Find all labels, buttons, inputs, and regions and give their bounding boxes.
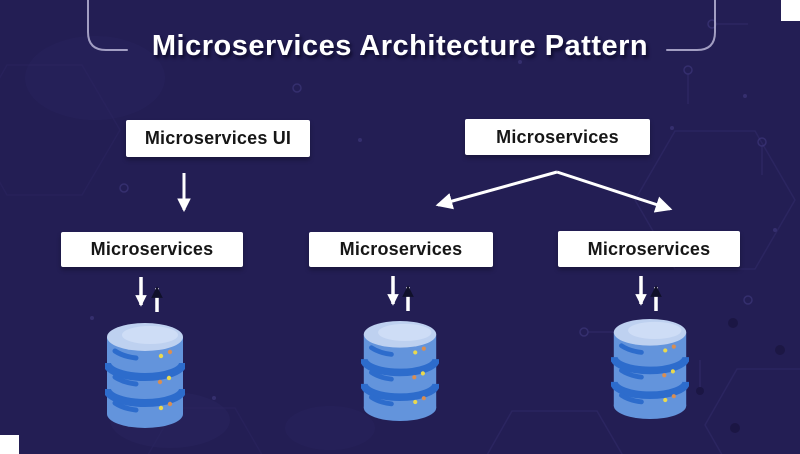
node-microservices-gateway: Microservices <box>465 119 650 155</box>
node-microservices-ui: Microservices UI <box>126 120 310 157</box>
node-label: Microservices <box>90 239 214 259</box>
arrow-pair-center <box>387 276 414 311</box>
node-microservice-left: Microservices <box>61 232 243 267</box>
database-icon-right <box>611 319 689 420</box>
page-title: Microservices Architecture Pattern <box>151 30 649 62</box>
node-label: Microservices UI <box>144 128 292 148</box>
arrow-pair-right <box>635 276 662 311</box>
hexagon-pattern <box>0 64 800 454</box>
node-microservice-right: Microservices <box>558 231 740 267</box>
node-label: Microservices <box>496 126 619 147</box>
node-microservice-center: Microservices <box>309 232 493 267</box>
arrow-gateway-branches <box>435 170 673 213</box>
node-label: Microservices <box>339 239 463 259</box>
database-icon-left <box>105 322 185 430</box>
database-icon-center <box>361 321 439 422</box>
corner-patch-bottom-left <box>0 435 19 454</box>
node-label: Microservices <box>587 238 711 259</box>
arrow-pair-left <box>135 277 163 312</box>
corner-patch-top-right <box>781 0 800 21</box>
